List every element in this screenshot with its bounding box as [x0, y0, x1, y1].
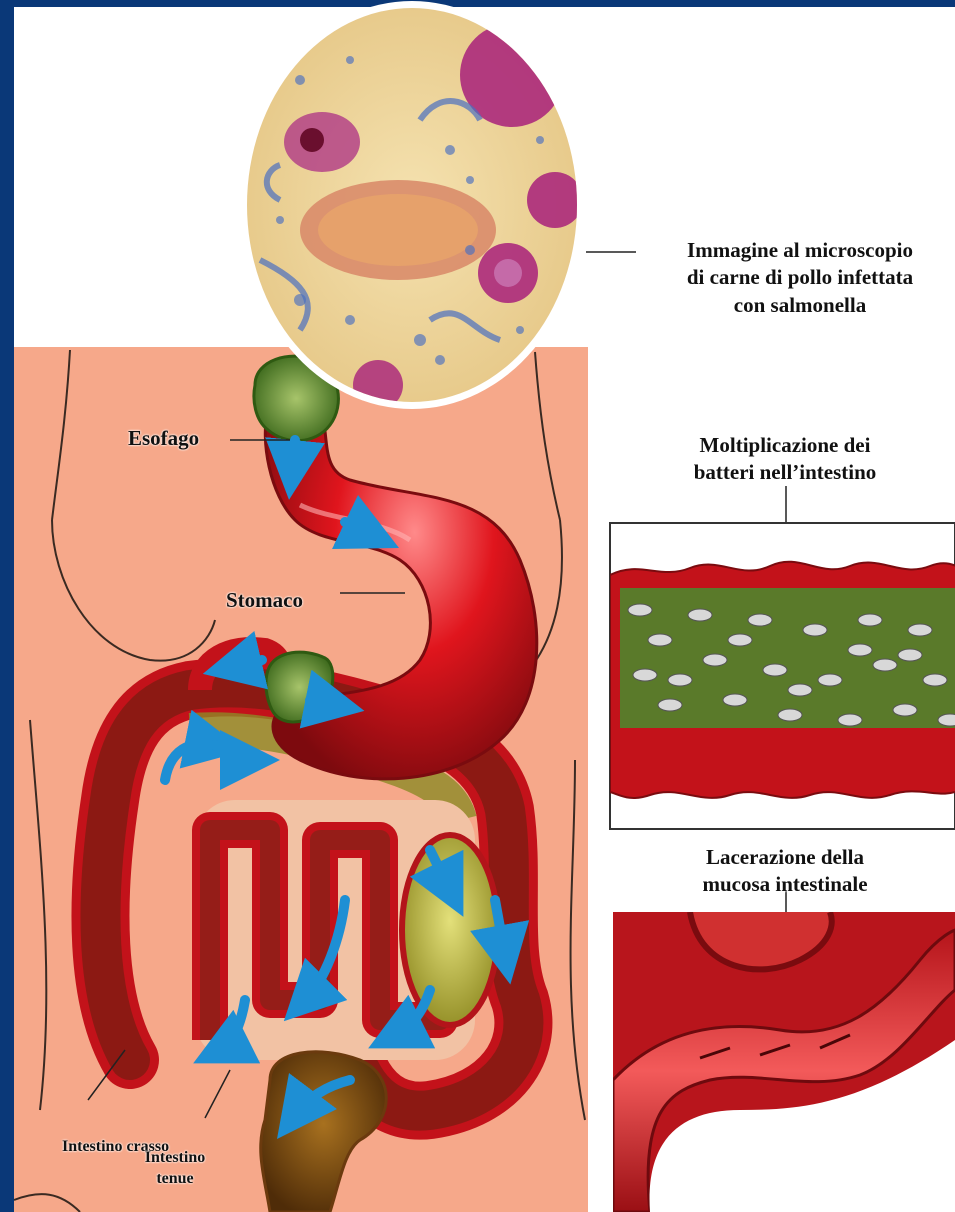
label-lacerazione: Lacerazione della mucosa intestinale [640, 844, 930, 899]
label-line: batteri nell’intestino [640, 459, 930, 486]
panel-bacteria-multiplication [610, 523, 955, 829]
label-line: mucosa intestinale [640, 871, 930, 898]
caption-line: con salmonella [650, 292, 950, 319]
label-stomaco: Stomaco [226, 588, 303, 613]
label-line: tenue [120, 1169, 230, 1190]
label-line: Lacerazione della [640, 844, 930, 871]
label-moltiplicazione: Moltiplicazione dei batteri nell’intesti… [640, 432, 930, 487]
microscope-image [240, 1, 584, 410]
label-line: Intestino [120, 1148, 230, 1169]
label-line: Moltiplicazione dei [640, 432, 930, 459]
label-intestino-tenue: Intestino tenue [120, 1148, 230, 1190]
caption-line: di carne di pollo infettata [650, 264, 950, 291]
label-esofago: Esofago [128, 426, 199, 451]
panel-mucosa-laceration [613, 912, 955, 1212]
microscope-caption: Immagine al microscopio di carne di poll… [650, 237, 950, 319]
caption-line: Immagine al microscopio [650, 237, 950, 264]
